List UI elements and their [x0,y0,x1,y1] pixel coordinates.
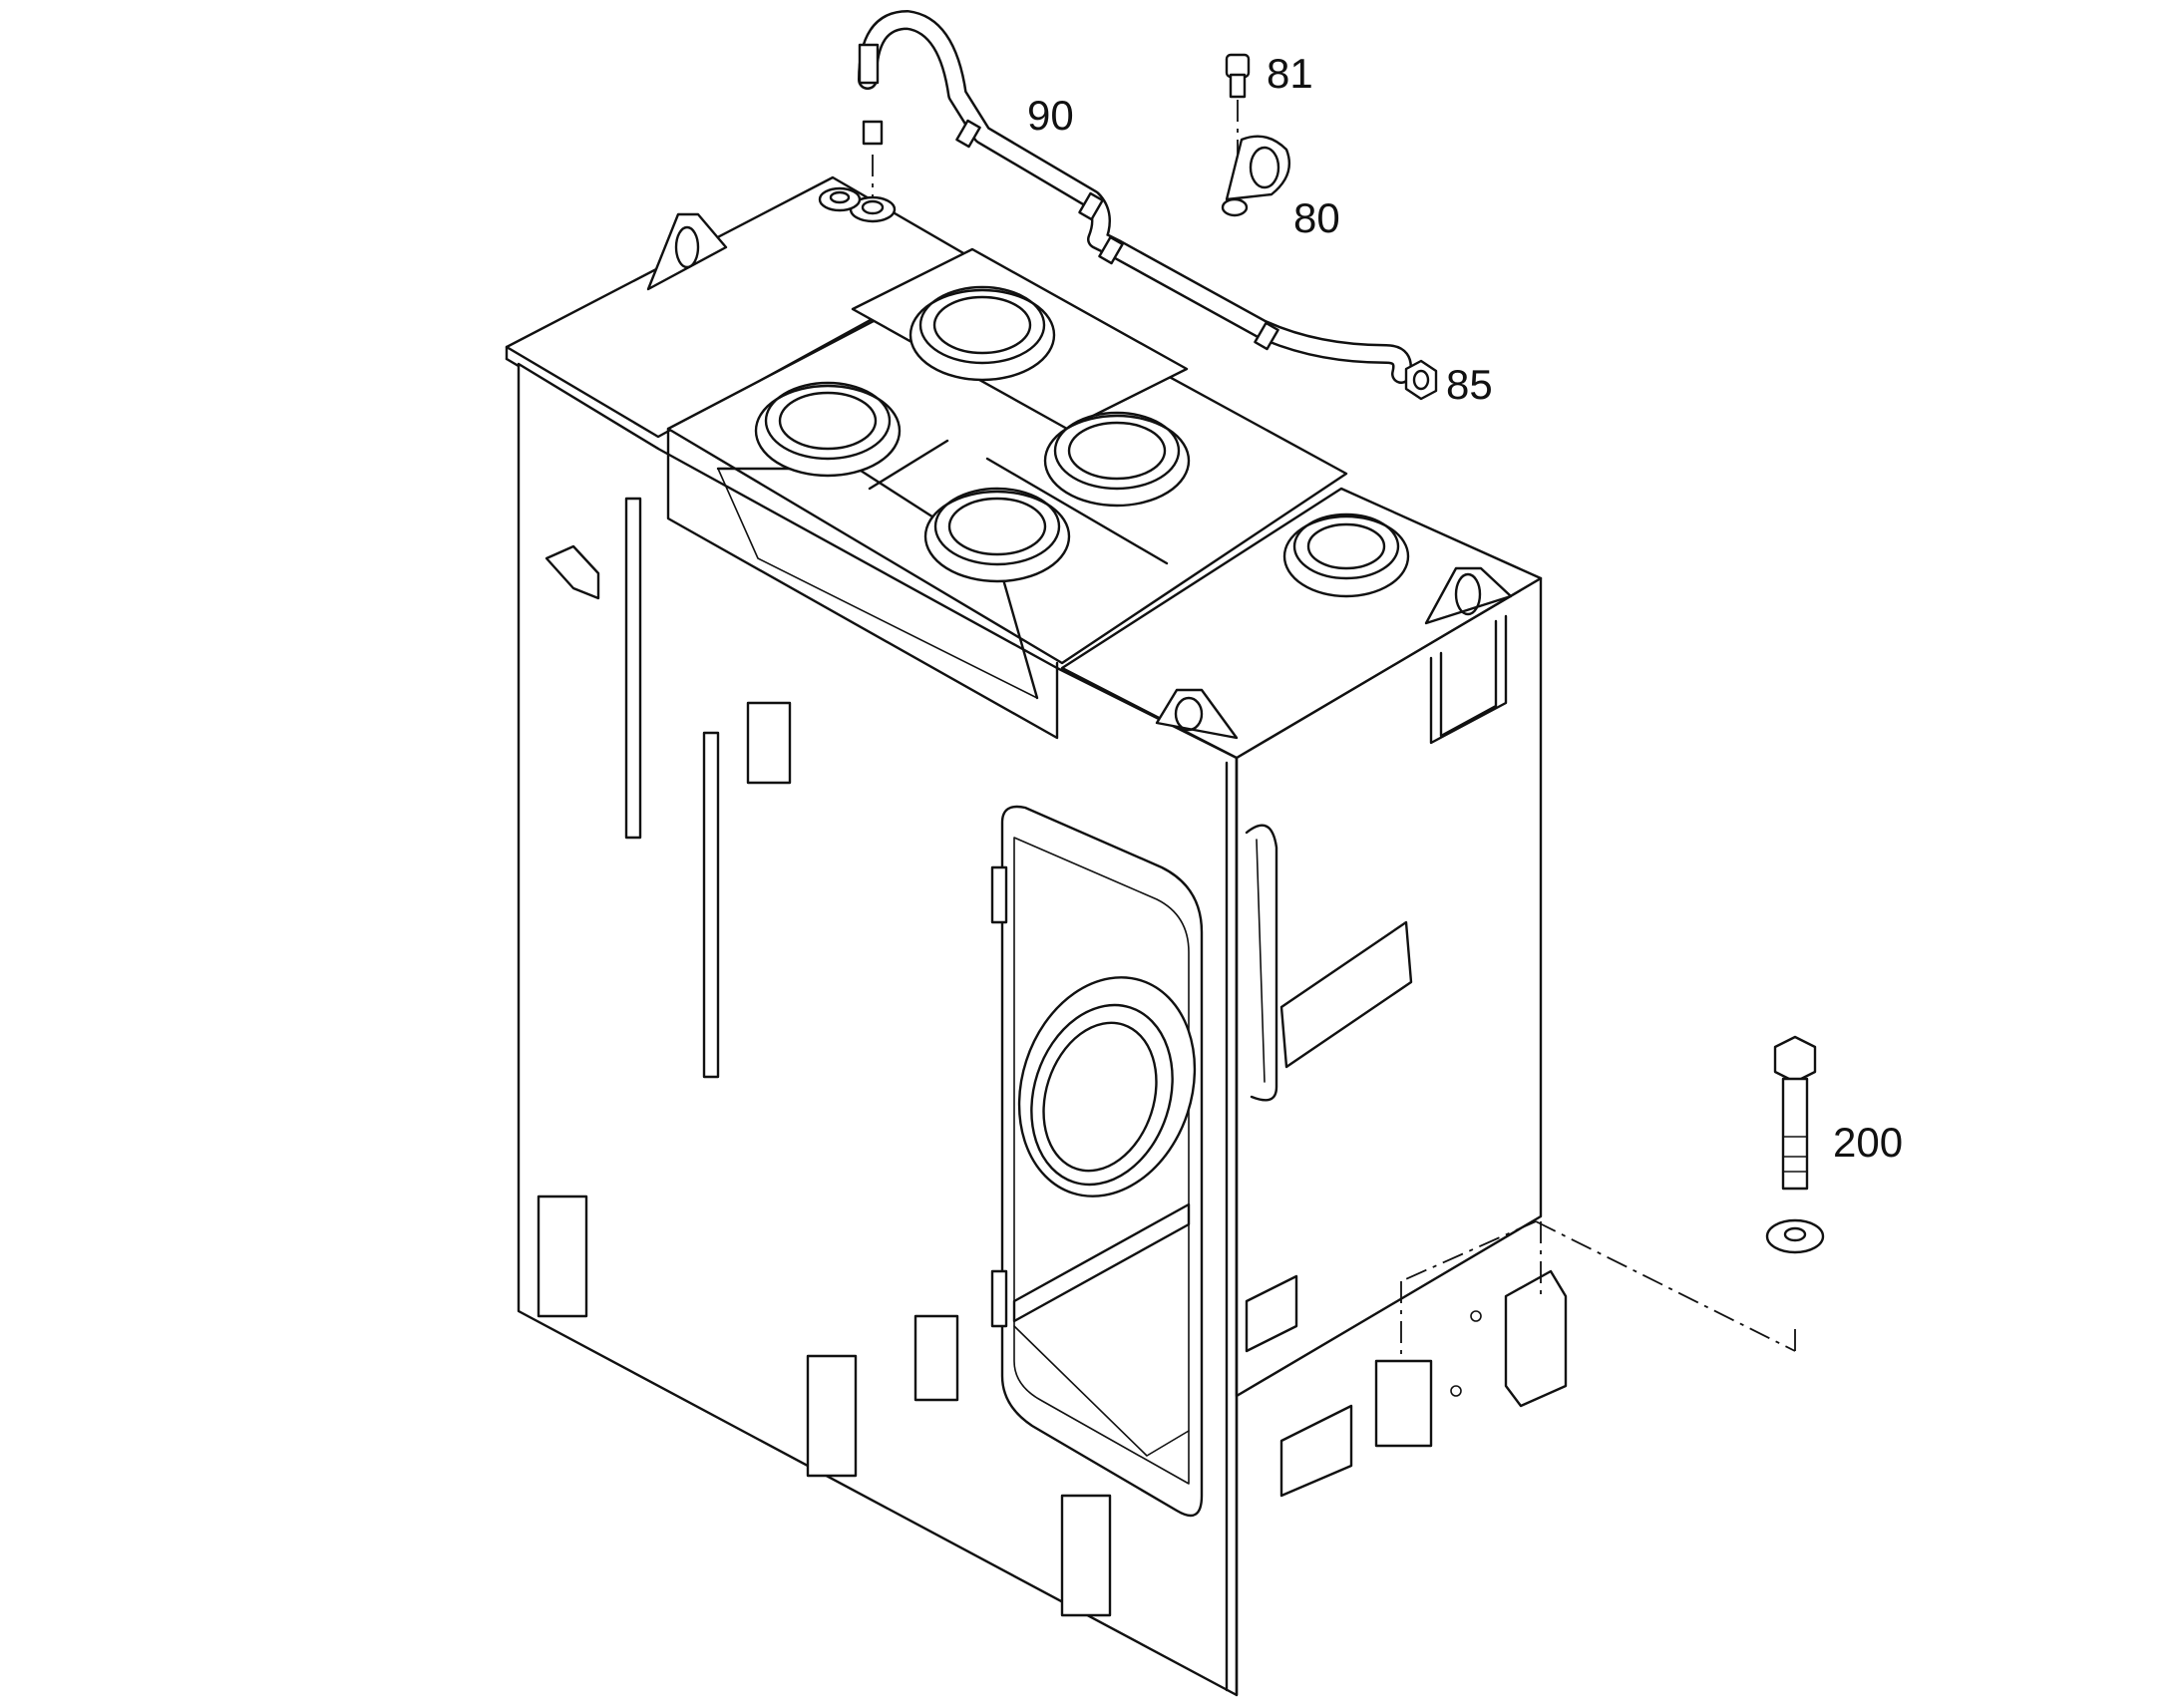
right-opening [1279,1404,1353,1498]
wear-pad [806,1354,858,1478]
top-flanges [754,285,1410,598]
hose-fitting [858,43,880,85]
callout-90: 90 [1027,92,1074,139]
hose-assembly [858,10,1412,384]
hose-clamp [1254,321,1279,351]
wear-pad [537,1195,588,1318]
flange-ring [923,487,1071,583]
bolt-200 [1773,1035,1817,1191]
foot-block [1504,1269,1568,1408]
small-bracket [545,544,600,600]
wear-pad [746,701,792,785]
lifting-eyes [646,212,1513,745]
hose-clamp [1078,191,1104,221]
door-hinge [990,865,1008,924]
lifting-eye [1424,566,1513,625]
center-raised-section [666,267,1348,665]
callout-200: 200 [1833,1119,1903,1166]
flange-ring [1043,411,1191,508]
flange-ring [754,381,902,478]
right-face-details [1245,824,1568,1498]
right-opening [1245,1274,1298,1353]
hose-clamp [955,119,981,149]
fitting-adapter [818,120,897,223]
callout-80: 80 [1293,194,1340,241]
door-port [1017,976,1197,1197]
wear-pad [913,1314,959,1402]
assembly-leader-lines [872,100,1796,1361]
vertical-strip [702,731,720,1079]
vertical-strip [624,497,642,840]
flange-ring [1282,512,1410,598]
wear-pad [1060,1494,1112,1617]
grab-handle [1245,824,1278,1102]
lifting-eye [646,212,728,291]
nut-85 [1404,359,1438,401]
front-face-details [537,497,1204,1617]
screw-81 [1225,53,1251,99]
callout-81: 81 [1267,50,1313,97]
door-crossbar [1012,1202,1191,1323]
hose-clamp [1098,235,1124,265]
handle-bracket [1429,614,1508,745]
right-opening [1279,920,1413,1069]
lifting-eye [1155,688,1239,740]
washer-200 [1765,1218,1825,1254]
callout-85: 85 [1446,361,1493,408]
flange-ring [908,285,1056,382]
door-hinge [990,1269,1008,1328]
rib-bracket [1374,1359,1433,1448]
clip-80 [1221,135,1291,217]
